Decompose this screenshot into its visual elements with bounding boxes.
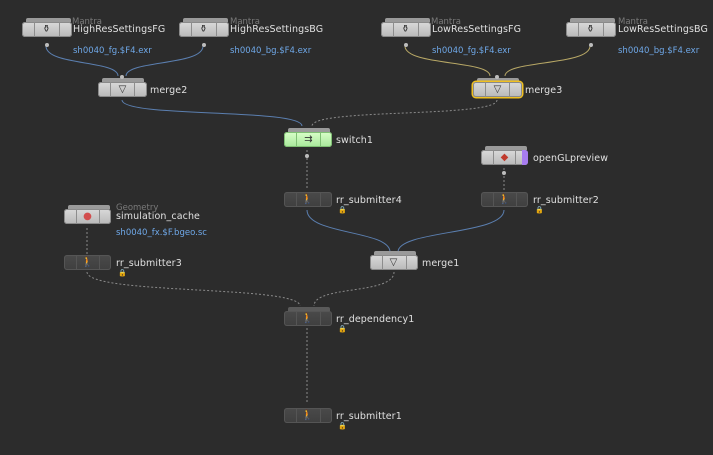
- node-body-active[interactable]: ⇉: [284, 132, 332, 147]
- node-name-label: openGLpreview: [533, 153, 609, 164]
- opengl-icon: ◆: [500, 152, 509, 163]
- node-name-label: switch1: [336, 135, 374, 146]
- node-name-label: LowResSettingsFG: [432, 24, 522, 35]
- input-connector[interactable]: [495, 75, 499, 79]
- node-type-label: Mantra: [618, 17, 648, 27]
- lock-icon: 🔒: [118, 269, 127, 277]
- node-name-label: rr_dependency1: [336, 314, 415, 325]
- lock-icon: 🔒: [535, 206, 544, 214]
- node-body[interactable]: ▽: [98, 82, 147, 97]
- node-body[interactable]: ◆: [481, 150, 528, 165]
- lock-icon: 🔒: [338, 206, 347, 214]
- node-cap: [26, 18, 71, 22]
- submitter-figure-icon: 🚶: [301, 410, 314, 421]
- node-cap: [288, 307, 330, 311]
- wire-merge1-to-rr-dep1: [313, 271, 395, 307]
- node-body[interactable]: 🚶: [481, 192, 528, 207]
- output-connector[interactable]: [45, 43, 49, 47]
- wire-low-bg-to-merge3: [504, 45, 591, 77]
- merge-funnel-icon: ▽: [389, 257, 398, 268]
- node-body-selected[interactable]: ▽: [473, 82, 522, 97]
- node-output-path: sh0040_bg.$F4.exr: [230, 46, 312, 56]
- node-cap: [183, 18, 228, 22]
- node-body[interactable]: ⚱: [566, 22, 616, 37]
- node-name-label: simulation_cache: [116, 211, 201, 222]
- node-cap: [570, 18, 615, 22]
- node-type-label: Geometry: [116, 203, 159, 213]
- node-name-label: merge3: [525, 85, 563, 96]
- node-output-path: sh0040_fx.$F.bgeo.sc: [116, 228, 207, 238]
- wire-rr-sub4-to-merge1: [306, 209, 391, 253]
- submitter-figure-icon: 🚶: [301, 313, 314, 324]
- node-body[interactable]: 🚶: [64, 255, 111, 270]
- node-name-label: rr_submitter1: [336, 411, 402, 422]
- node-cap: [385, 18, 430, 22]
- node-cap: [485, 146, 527, 150]
- node-name-label: HighResSettingsBG: [230, 24, 324, 35]
- node-output-path: sh0040_fg.$F4.exr: [432, 46, 511, 56]
- submitter-figure-icon: 🚶: [498, 194, 511, 205]
- output-flag[interactable]: [522, 150, 528, 165]
- output-connector[interactable]: [589, 43, 593, 47]
- node-name-label: rr_submitter2: [533, 195, 599, 206]
- node-name-label: HighResSettingsFG: [73, 24, 166, 35]
- wire-merge2-to-switch1: [121, 99, 303, 127]
- input-connector[interactable]: [120, 75, 124, 79]
- node-cap: [374, 251, 416, 255]
- lock-icon: 🔒: [338, 325, 347, 333]
- output-connector[interactable]: [404, 43, 408, 47]
- wire-rr-sub3-to-rr-dep1: [86, 271, 301, 307]
- node-body[interactable]: ⚱: [381, 22, 431, 37]
- wire-rr-sub2-to-merge1: [397, 209, 505, 253]
- node-output-path: sh0040_fg.$F4.exr: [73, 46, 152, 56]
- node-name-label: rr_submitter4: [336, 195, 402, 206]
- mantra-render-icon: ⚱: [401, 24, 410, 35]
- node-body[interactable]: ●: [64, 209, 111, 224]
- merge-funnel-icon: ▽: [493, 84, 502, 95]
- output-connector[interactable]: [305, 154, 309, 158]
- node-type-label: Mantra: [72, 17, 102, 27]
- node-type-label: Mantra: [230, 17, 260, 27]
- merge-funnel-icon: ▽: [118, 84, 127, 95]
- output-connector[interactable]: [502, 171, 506, 175]
- output-connector[interactable]: [202, 43, 206, 47]
- node-cap: [477, 78, 519, 82]
- lock-icon: 🔒: [338, 422, 347, 430]
- node-name-label: rr_submitter3: [116, 258, 182, 269]
- node-body[interactable]: 🚶: [284, 192, 332, 207]
- mantra-render-icon: ⚱: [199, 24, 208, 35]
- node-name-label: LowResSettingsBG: [618, 24, 708, 35]
- submitter-figure-icon: 🚶: [81, 257, 94, 268]
- geometry-icon: ●: [83, 211, 92, 222]
- node-body[interactable]: ⚱: [179, 22, 229, 37]
- node-body[interactable]: ▽: [370, 255, 418, 270]
- switch-icon: ⇉: [304, 134, 313, 145]
- wire-merge3-to-switch1: [311, 99, 498, 127]
- node-cap: [102, 78, 144, 82]
- node-name-label: merge1: [422, 258, 460, 269]
- node-cap: [68, 205, 110, 209]
- node-body[interactable]: ⚱: [22, 22, 72, 37]
- node-body[interactable]: 🚶: [284, 408, 332, 423]
- node-body[interactable]: 🚶: [284, 311, 332, 326]
- mantra-render-icon: ⚱: [42, 24, 51, 35]
- node-cap: [288, 128, 330, 132]
- node-name-label: merge2: [150, 85, 188, 96]
- submitter-figure-icon: 🚶: [301, 194, 314, 205]
- node-type-label: Mantra: [431, 17, 461, 27]
- mantra-render-icon: ⚱: [586, 24, 595, 35]
- node-output-path: sh0040_bg.$F4.exr: [618, 46, 700, 56]
